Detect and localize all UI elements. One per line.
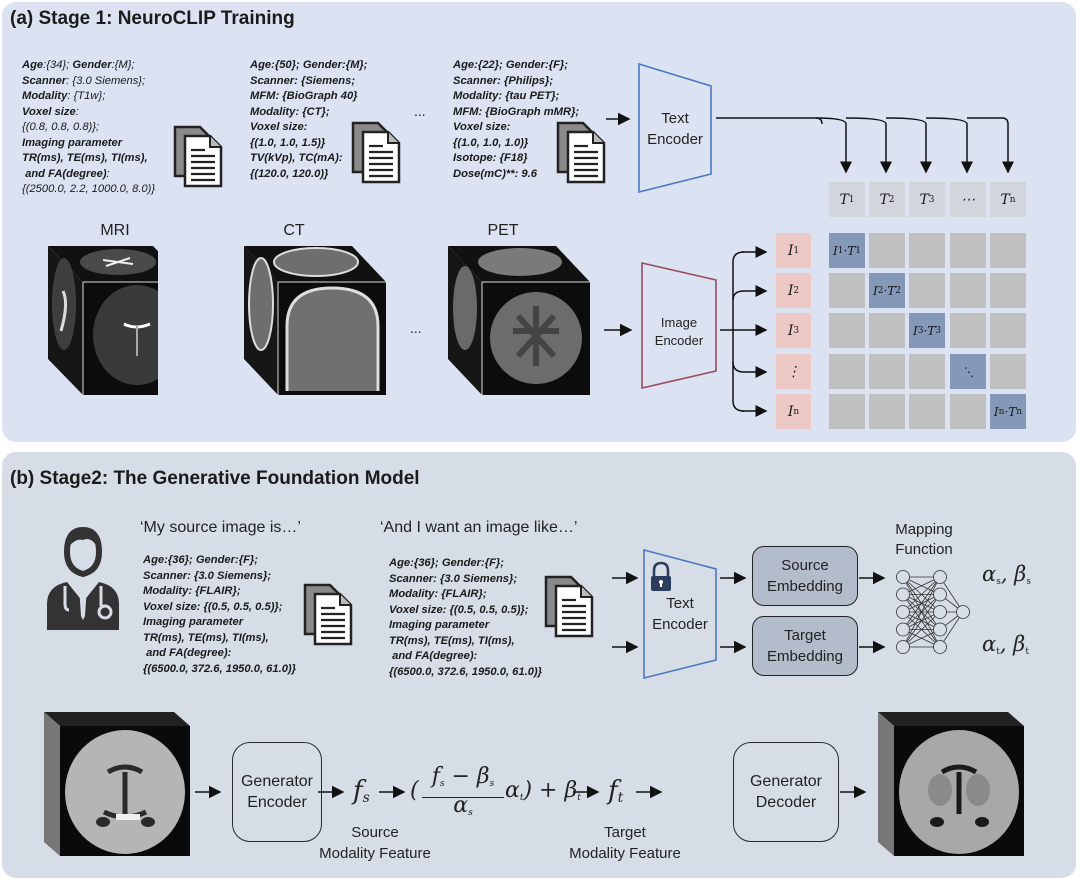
mri-volume-cube [48, 246, 158, 395]
document-icon [303, 583, 353, 646]
generator-encoder-box: Generator Encoder [232, 742, 322, 842]
matrix-cell [829, 273, 865, 308]
pet-volume-cube [448, 246, 590, 395]
text-encoder-label: Text Encoder [647, 110, 703, 148]
matrix-cell [869, 313, 905, 348]
matrix-cell [909, 354, 945, 389]
document-icon [556, 121, 606, 184]
document-icon [173, 125, 223, 188]
document-icon [351, 121, 401, 184]
metadata-record-mri: Age:{34}; Gender:{M}; Scanner: {3.0 Siem… [22, 59, 156, 195]
metadata-record-pet: Age:{22}; Gender:{F}; Scanner: {Philips}… [453, 59, 580, 180]
matrix-cell [950, 273, 986, 308]
matrix-cell [829, 354, 865, 389]
matrix-cell [869, 233, 905, 268]
frozen-text-encoder-label: Text Encoder [652, 595, 708, 633]
matrix-cell [909, 394, 945, 429]
frozen-text-encoder-shape [643, 548, 717, 680]
matrix-cell [990, 233, 1026, 268]
matrix-cell [950, 313, 986, 348]
document-icon [544, 575, 594, 638]
stage1-title: (a) Stage 1: NeuroCLIP Training [10, 8, 295, 29]
matrix-cell [990, 354, 1026, 389]
ct-volume-cube [244, 246, 386, 395]
image-encoder-shape [641, 261, 717, 390]
matrix-cell [869, 354, 905, 389]
matrix-cell [829, 394, 865, 429]
alpha-s-beta-s: αs, βs [982, 562, 1031, 587]
text-token-4: ⋯ [950, 182, 986, 217]
image-token-4: ⋮ [776, 354, 811, 389]
stage2-title: (b) Stage2: The Generative Foundation Mo… [10, 468, 420, 489]
source-embedding-box: Source Embedding [752, 546, 858, 606]
generated-flair-volume-cube [878, 712, 1024, 856]
matrix-cell [950, 233, 986, 268]
lock-icon [651, 561, 671, 591]
source-quote: ‘My source image is…’ [140, 519, 301, 536]
matrix-cell [829, 313, 865, 348]
source-t1-volume-cube [44, 712, 190, 856]
modality-ellipsis: ... [410, 320, 422, 336]
source-feature-symbol: fs [353, 776, 370, 806]
matrix-cell [909, 233, 945, 268]
matrix-cell [990, 273, 1026, 308]
metadata-record-ct: Age:{50}; Gender:{M}; Scanner: {Siemens;… [250, 59, 368, 180]
matrix-cell [990, 313, 1026, 348]
alpha-t-beta-t: αt, βt [982, 632, 1029, 657]
source-metadata: Age:{36}; Gender:{F}; Scanner: {3.0 Siem… [143, 554, 297, 675]
target-feature-symbol: ft [608, 776, 624, 806]
matrix-cell [909, 273, 945, 308]
doctor-icon [47, 526, 119, 630]
source-feature-label: Source Modality Feature [319, 824, 431, 862]
modality-label-ct: CT [283, 222, 305, 239]
matrix-diagonal-cell: ⋱ [950, 354, 986, 389]
modality-label-pet: PET [487, 222, 519, 239]
target-metadata: Age:{36}; Gender:{F}; Scanner: {3.0 Siem… [389, 557, 543, 678]
target-embedding-box: Target Embedding [752, 616, 858, 676]
matrix-cell [950, 394, 986, 429]
mapping-function-network-icon [896, 570, 970, 654]
text-encoder-shape [638, 62, 712, 194]
records-ellipsis: ... [414, 103, 426, 119]
generator-decoder-box: Generator Decoder [733, 742, 839, 842]
image-encoder-label: Image Encoder [654, 315, 704, 348]
target-feature-label: Target Modality Feature [569, 824, 681, 862]
matrix-cell [869, 394, 905, 429]
target-quote: ‘And I want an image like…’ [380, 519, 578, 536]
mapping-function-label: Mapping Function [895, 521, 953, 558]
modality-label-mri: MRI [100, 222, 130, 239]
